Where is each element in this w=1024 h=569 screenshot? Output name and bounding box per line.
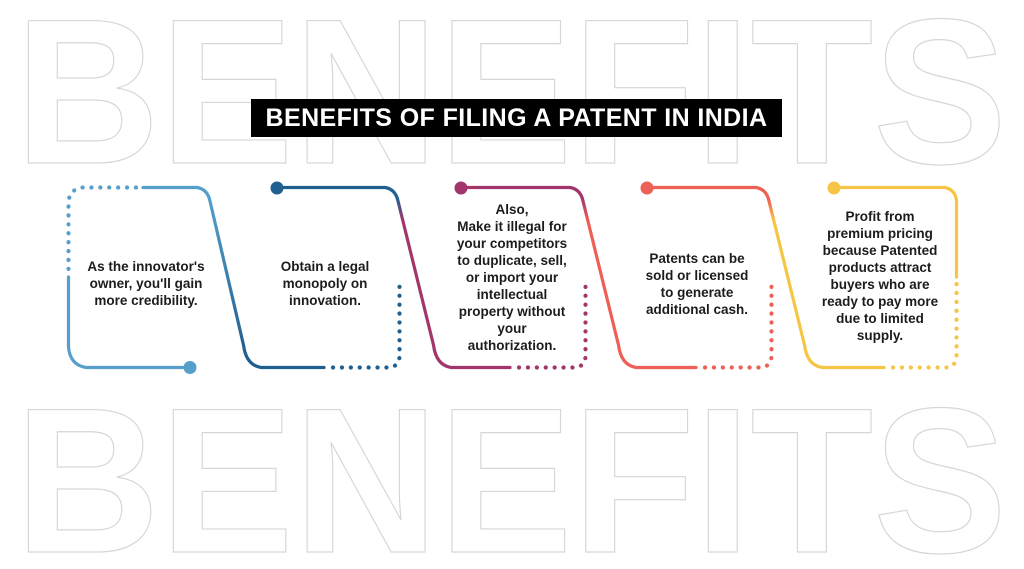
panel-2-dotted-corner [330, 276, 402, 370]
title-banner: BENEFITS OF FILING A PATENT IN INDIA [251, 99, 782, 137]
panel-4-top-line [652, 185, 771, 201]
panel-5-top-right-line [839, 185, 959, 279]
panel-5-start-dot [827, 181, 841, 195]
panel-2-text: Obtain a legal monopoly on innovation. [280, 259, 370, 308]
panel-5-text: Profit from premium pricing because Pate… [821, 209, 939, 343]
panel-1-text: As the innovator's owner, you'll gain mo… [87, 259, 205, 308]
panel-2-top-line [282, 185, 400, 201]
panel-5-dotted-corner [890, 281, 959, 370]
panel-3-start-dot [454, 181, 468, 195]
page-title: BENEFITS OF FILING A PATENT IN INDIA [265, 103, 768, 132]
panel-2-start-dot [270, 181, 284, 195]
diagonal-2-3 [395, 197, 512, 370]
panel-1-left-bottom-line [66, 275, 185, 370]
panel-4-start-dot [640, 181, 654, 195]
panel-3-top-line [466, 185, 585, 201]
panel-1-top-line [141, 185, 212, 201]
panel-1-end-dot [183, 361, 197, 374]
panel-4-text: Patents can be sold or licensed to gener… [645, 251, 749, 317]
panel-1-dotted-corner [66, 185, 139, 274]
panel-3-text: Also, Make it illegal for your competito… [456, 202, 568, 353]
diagonal-4-5 [766, 197, 886, 370]
diagonal-1-2 [207, 197, 326, 370]
panel-3-dotted-corner [516, 276, 588, 370]
panel-4-dotted-corner [702, 276, 774, 370]
diagonal-3-4 [580, 197, 698, 370]
